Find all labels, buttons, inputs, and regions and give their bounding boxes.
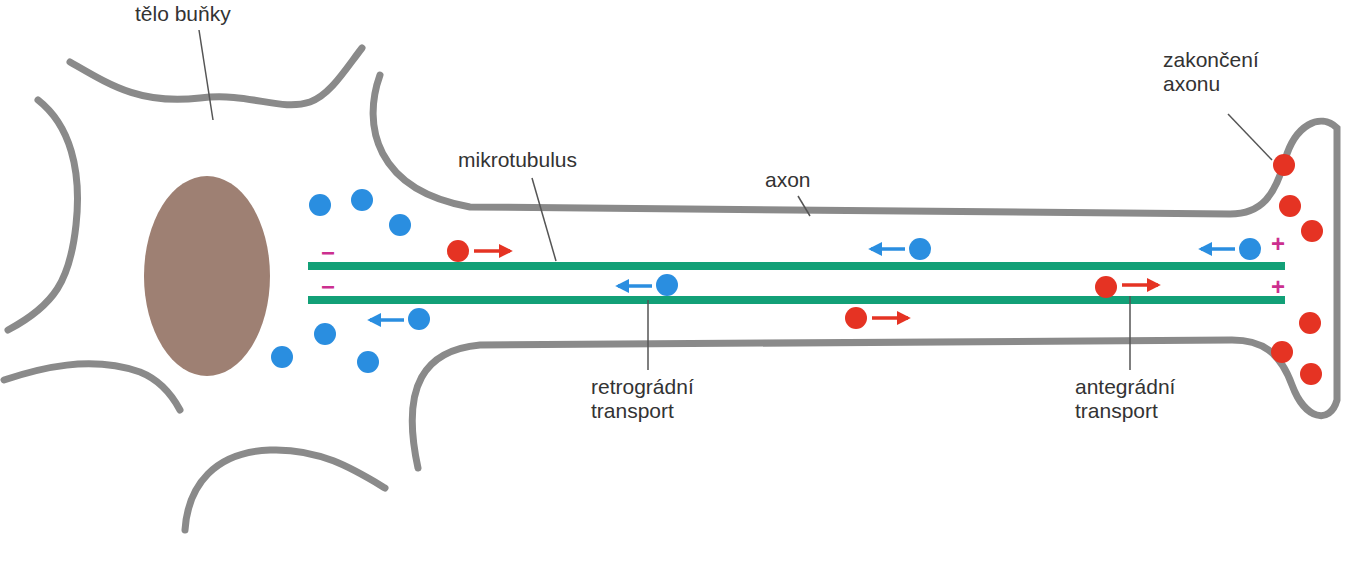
polarity-sign: − — [321, 275, 341, 299]
part-label: mikrotubulus — [458, 148, 618, 172]
retrograde-arrow — [370, 249, 1235, 320]
part-label: zakončení axonu — [1163, 48, 1293, 96]
anterograde-vesicle — [447, 154, 1323, 385]
retrograde-vesicle — [271, 189, 1261, 373]
part-label: axon — [765, 168, 845, 192]
nucleus — [144, 176, 270, 376]
part-label: tělo buňky — [135, 2, 275, 26]
anterograde-arrow — [474, 251, 1158, 318]
cell-outline — [4, 48, 1337, 530]
process-label: antegrádní transport — [1075, 375, 1225, 423]
polarity-sign: + — [1271, 232, 1291, 256]
process-label: retrográdní transport — [591, 375, 771, 423]
polarity-sign: − — [321, 241, 341, 265]
leader-line — [199, 30, 1272, 370]
microtubule — [308, 266, 1285, 300]
polarity-sign: + — [1271, 275, 1291, 299]
